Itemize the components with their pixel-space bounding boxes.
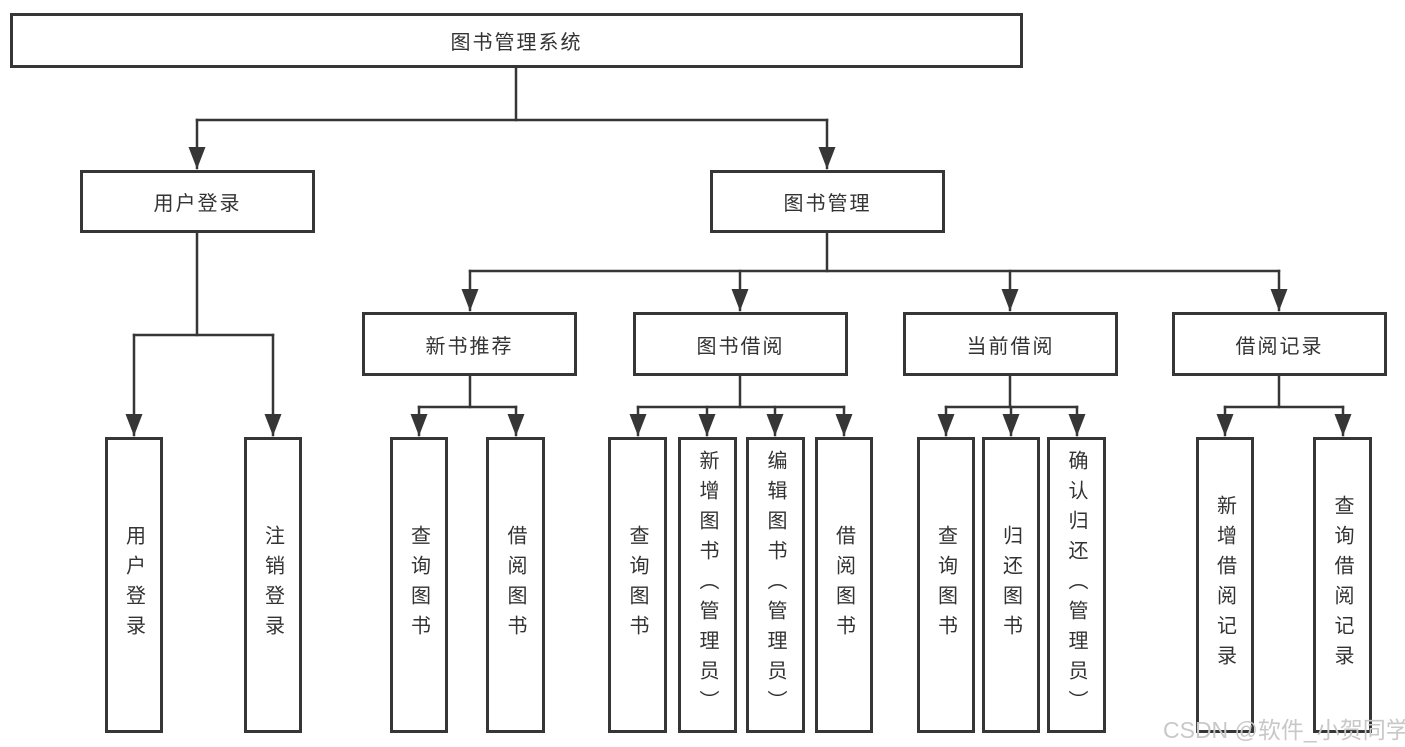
leaf-logout: 注销登录 bbox=[244, 437, 302, 733]
node-label: 归还图书 bbox=[999, 525, 1022, 645]
node-label: 用户登录 bbox=[153, 193, 242, 215]
node-label: 用户登录 bbox=[122, 525, 145, 645]
leaf-edit-book-admin: 编辑图书（管理员） bbox=[746, 437, 805, 733]
node-label: 图书管理系统 bbox=[450, 32, 583, 54]
node-label: 查询图书 bbox=[407, 525, 430, 645]
leaf-add-book-admin: 新增图书（管理员） bbox=[678, 437, 737, 733]
node-book-management: 图书管理 bbox=[710, 170, 945, 233]
node-label: 借阅图书 bbox=[832, 525, 855, 645]
leaf-borrow-books-recommend: 借阅图书 bbox=[486, 437, 545, 733]
node-label: 新增借阅记录 bbox=[1213, 495, 1236, 675]
node-new-book-recommendation: 新书推荐 bbox=[362, 312, 577, 376]
node-label: 注销登录 bbox=[261, 525, 284, 645]
node-label: 确认归还（管理员） bbox=[1065, 450, 1087, 720]
node-current-borrowing: 当前借阅 bbox=[903, 312, 1118, 376]
leaf-query-books-borrowing: 查询图书 bbox=[608, 437, 667, 733]
node-borrowing-records: 借阅记录 bbox=[1172, 312, 1387, 376]
node-label: 当前借阅 bbox=[966, 335, 1055, 358]
node-user-login: 用户登录 bbox=[80, 170, 315, 233]
node-book-borrowing: 图书借阅 bbox=[633, 312, 848, 376]
node-label: 新增图书（管理员） bbox=[696, 450, 718, 720]
node-label: 借阅记录 bbox=[1235, 335, 1324, 358]
node-label: 图书管理 bbox=[783, 193, 872, 215]
leaf-query-books-recommend: 查询图书 bbox=[390, 437, 448, 733]
node-label: 查询借阅记录 bbox=[1331, 495, 1353, 675]
leaf-borrow-books-borrowing: 借阅图书 bbox=[815, 437, 873, 733]
leaf-return-books: 归还图书 bbox=[982, 437, 1040, 733]
csdn-watermark: CSDN @软件_小贺同学 bbox=[1163, 717, 1405, 743]
leaf-query-books-current: 查询图书 bbox=[917, 437, 975, 733]
leaf-query-borrow-record: 查询借阅记录 bbox=[1313, 437, 1372, 733]
node-label: 借阅图书 bbox=[504, 525, 526, 645]
node-label: 新书推荐 bbox=[425, 335, 514, 358]
leaf-add-borrow-record: 新增借阅记录 bbox=[1196, 437, 1254, 733]
node-label: 图书借阅 bbox=[696, 335, 785, 358]
node-label: 查询图书 bbox=[934, 525, 957, 645]
leaf-user-login: 用户登录 bbox=[105, 437, 163, 733]
node-library-management-system: 图书管理系统 bbox=[10, 13, 1023, 68]
node-label: 编辑图书（管理员） bbox=[764, 450, 786, 720]
node-label: 查询图书 bbox=[626, 525, 648, 645]
leaf-confirm-return-admin: 确认归还（管理员） bbox=[1047, 437, 1106, 733]
